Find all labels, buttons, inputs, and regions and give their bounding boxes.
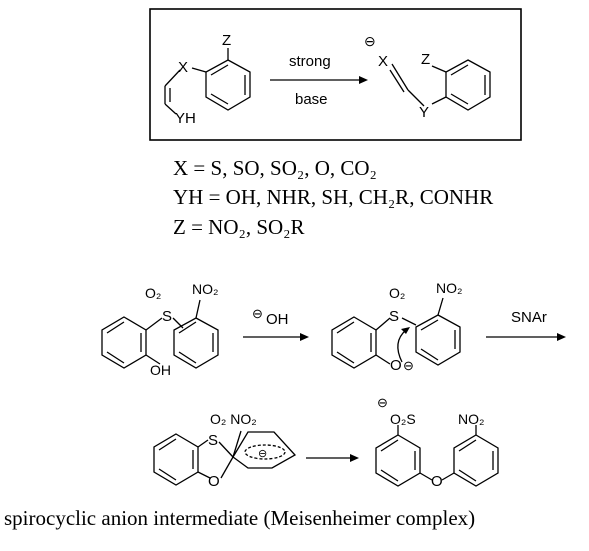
arrow-2-head (557, 333, 566, 341)
label-base: base (295, 91, 328, 108)
substrate-structure (164, 48, 251, 115)
m3-o2no2: O₂ NO₂ (210, 411, 257, 427)
m3-minus: ⊖ (258, 448, 267, 460)
snar-label: SNAr (511, 309, 547, 326)
m2-minus: ⊖ (403, 358, 414, 373)
definition-z: Z = NO₂, SO₂R (173, 215, 305, 239)
base-arrowhead (359, 76, 368, 84)
label-x: X (178, 59, 188, 76)
label-z: Z (222, 32, 231, 49)
m1-s: S (162, 308, 172, 325)
molecule-1-structure (101, 299, 219, 369)
product-molecule-structure (375, 425, 499, 487)
m3-s: S (208, 432, 218, 449)
m2-s: S (389, 308, 399, 325)
label-y-product: Y (419, 104, 429, 121)
reagent-oh: OH (266, 311, 289, 328)
m2-o: O (390, 357, 402, 374)
reagent-minus: ⊖ (252, 306, 263, 321)
scheme-frame (149, 8, 522, 141)
arrow-3-head (350, 454, 359, 462)
m2-o2: O₂ (389, 285, 405, 301)
molecule-2-structure (331, 297, 461, 369)
meisenheimer-structure (153, 430, 297, 486)
arrow-1-head (300, 333, 309, 341)
m1-o2: O₂ (145, 285, 161, 301)
m1-oh: OH (150, 362, 171, 378)
definition-x: X = S, SO, SO₂, O, CO₂ (173, 156, 377, 180)
m4-no2: NO₂ (458, 411, 484, 427)
general-scheme-box: Z X YH strong base ⊖ X Z Y (149, 8, 522, 141)
m4-o2s: O₂S (390, 411, 416, 427)
label-z-product: Z (421, 51, 430, 68)
m1-no2: NO₂ (192, 281, 218, 297)
product-structure (389, 59, 491, 111)
m3-o: O (208, 473, 220, 490)
figure-caption: spirocyclic anion intermediate (Meisenhe… (4, 506, 475, 530)
definition-yh: YH = OH, NHR, SH, CH₂R, CONHR (173, 185, 493, 209)
m4-o: O (431, 473, 443, 490)
attack-arrowhead (401, 327, 410, 334)
minus-charge: ⊖ (364, 33, 376, 49)
label-x-product: X (378, 53, 388, 70)
label-strong: strong (289, 53, 331, 70)
m2-no2: NO₂ (436, 280, 462, 296)
label-yh: YH (175, 110, 196, 127)
m4-minus: ⊖ (377, 395, 388, 410)
